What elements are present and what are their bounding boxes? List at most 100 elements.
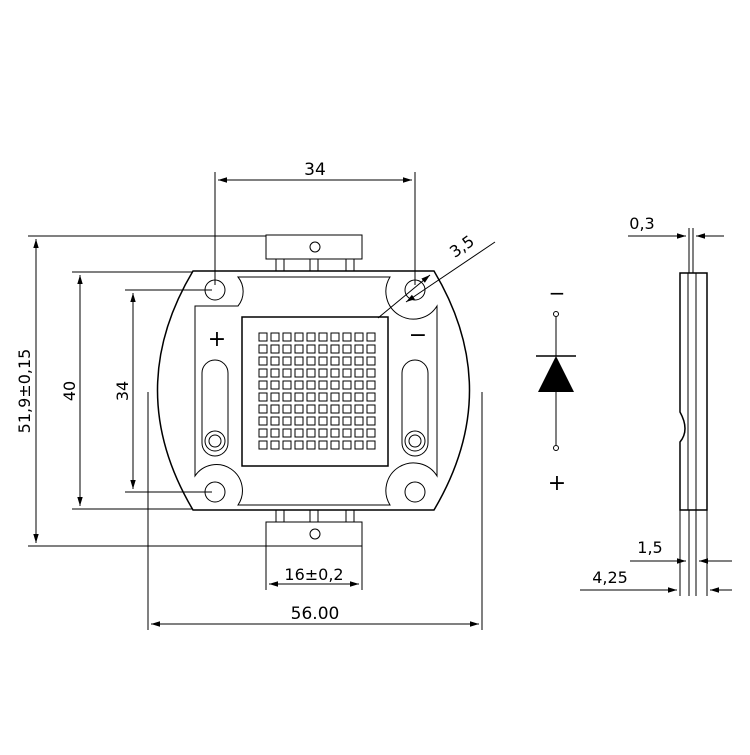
led-cell xyxy=(318,428,328,438)
led-cell xyxy=(282,368,292,378)
led-cell xyxy=(318,356,328,366)
led-cell xyxy=(330,368,340,378)
led-cell xyxy=(270,380,280,390)
dim-pin-thickness: 0,3 xyxy=(629,214,654,233)
led-cell xyxy=(366,392,376,402)
led-cell xyxy=(330,416,340,426)
led-cell xyxy=(270,428,280,438)
plus-label: + xyxy=(208,327,226,352)
led-cell xyxy=(366,416,376,426)
minus-label: − xyxy=(409,323,427,348)
led-cell xyxy=(258,416,268,426)
led-cell xyxy=(294,356,304,366)
led-cell xyxy=(354,368,364,378)
led-cell xyxy=(366,356,376,366)
led-cell xyxy=(270,368,280,378)
led-cell xyxy=(366,332,376,342)
led-cell xyxy=(318,404,328,414)
dim-total-width: 56.00 xyxy=(291,604,340,624)
dim-height-40: 40 xyxy=(60,381,79,401)
led-cell xyxy=(318,440,328,450)
side-body xyxy=(679,272,708,511)
led-cell xyxy=(294,392,304,402)
led-cell xyxy=(270,404,280,414)
led-die-area xyxy=(241,316,389,467)
led-cell xyxy=(342,368,352,378)
dim-total-height: 51,9±0,15 xyxy=(15,349,34,434)
led-cell xyxy=(330,344,340,354)
led-cell xyxy=(330,404,340,414)
led-cell xyxy=(282,428,292,438)
led-cell xyxy=(318,344,328,354)
led-cell xyxy=(330,440,340,450)
led-cell xyxy=(342,392,352,402)
led-cell xyxy=(294,404,304,414)
side-view: 0,3 1,5 4,25 xyxy=(580,214,732,596)
dim-total-thickness: 4,25 xyxy=(592,568,628,587)
led-cell xyxy=(306,344,316,354)
diode-schematic: − + xyxy=(536,281,576,496)
led-grid xyxy=(258,332,376,450)
led-cell xyxy=(306,392,316,402)
led-cell xyxy=(366,404,376,414)
led-cell xyxy=(294,344,304,354)
led-cell xyxy=(342,380,352,390)
bottom-terminal-tab xyxy=(265,509,363,547)
led-cell xyxy=(366,368,376,378)
dim-tab-width: 16±0,2 xyxy=(284,565,343,584)
led-cell xyxy=(342,416,352,426)
led-cell xyxy=(342,332,352,342)
led-cell xyxy=(306,428,316,438)
led-cell xyxy=(318,392,328,402)
mount-hole-br xyxy=(404,481,426,503)
led-cell xyxy=(342,356,352,366)
inner-plate xyxy=(194,276,438,506)
led-cell xyxy=(258,356,268,366)
led-cell xyxy=(294,416,304,426)
led-cell xyxy=(282,440,292,450)
led-cell xyxy=(258,368,268,378)
led-cell xyxy=(366,380,376,390)
led-cell xyxy=(306,416,316,426)
led-cell xyxy=(330,392,340,402)
led-cell xyxy=(282,380,292,390)
dim-top-34: 34 xyxy=(304,160,326,180)
led-cell xyxy=(354,416,364,426)
led-cell xyxy=(270,356,280,366)
led-cell xyxy=(294,368,304,378)
led-cell xyxy=(282,356,292,366)
led-cell xyxy=(306,440,316,450)
led-cell xyxy=(270,440,280,450)
led-cell xyxy=(258,440,268,450)
schematic-minus-label: − xyxy=(549,281,566,305)
led-cell xyxy=(342,344,352,354)
led-cell xyxy=(294,440,304,450)
led-cell xyxy=(354,332,364,342)
led-cell xyxy=(318,416,328,426)
led-cell xyxy=(354,404,364,414)
led-cell xyxy=(270,392,280,402)
diode-symbol xyxy=(538,356,574,392)
led-cell xyxy=(342,404,352,414)
led-cell xyxy=(258,392,268,402)
front-view: + − xyxy=(156,234,471,547)
led-cell xyxy=(366,344,376,354)
led-cell xyxy=(282,416,292,426)
led-cell xyxy=(330,332,340,342)
led-cell xyxy=(258,332,268,342)
led-cell xyxy=(282,344,292,354)
led-cell xyxy=(318,368,328,378)
dim-base-thickness: 1,5 xyxy=(637,538,662,557)
led-cell xyxy=(282,392,292,402)
led-cell xyxy=(342,428,352,438)
led-cell xyxy=(294,332,304,342)
led-cell xyxy=(354,356,364,366)
led-cell xyxy=(306,368,316,378)
led-cell xyxy=(282,404,292,414)
top-terminal-tab xyxy=(265,234,363,272)
led-cell xyxy=(354,344,364,354)
led-cell xyxy=(366,428,376,438)
left-slot xyxy=(201,359,229,457)
led-cell xyxy=(258,380,268,390)
